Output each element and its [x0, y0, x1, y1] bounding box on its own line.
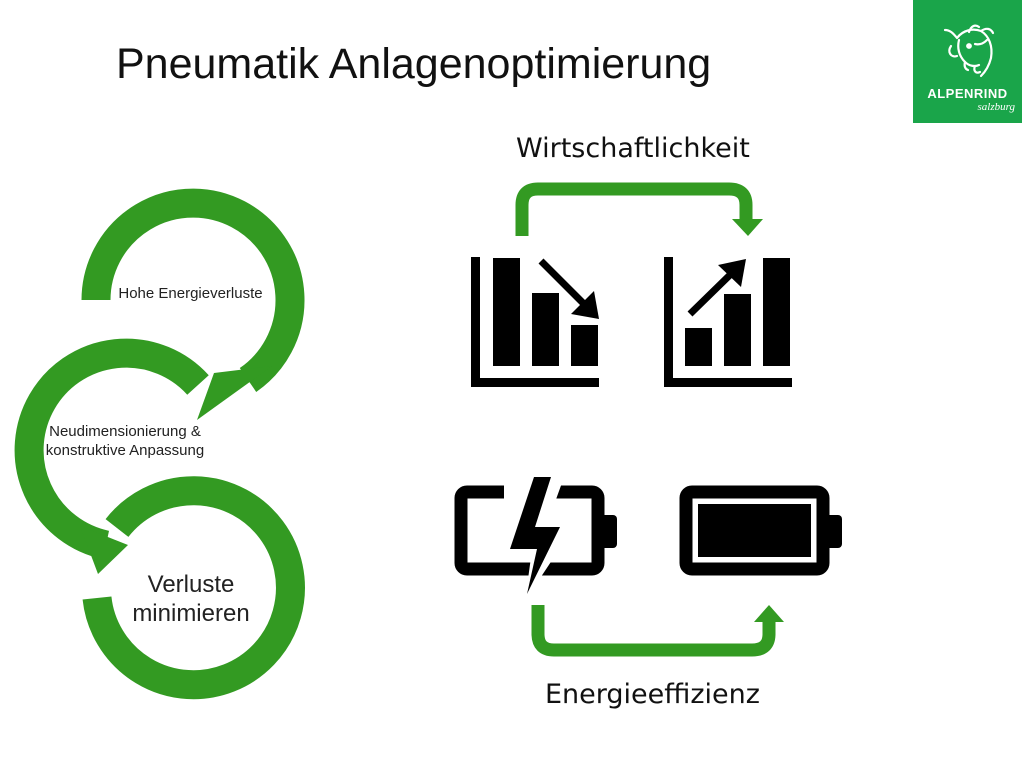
- chart-increasing-icon: [664, 257, 792, 387]
- alpenrind-logo: ALPENRIND salzburg: [913, 0, 1022, 123]
- logo-brand-text: ALPENRIND: [927, 86, 1008, 101]
- economy-arrow: [515, 182, 753, 236]
- cycle-step-2-label: Neudimensionierung & konstruktive Anpass…: [45, 423, 205, 459]
- energy-arrow: [531, 605, 776, 657]
- economy-arrowhead: [732, 219, 763, 236]
- cycle-ring-neudimensionierung: [14, 338, 209, 574]
- battery-charging-icon: [454, 477, 617, 601]
- energy-label: Energieeffizienz: [545, 679, 760, 710]
- chart-decreasing-icon: [471, 257, 599, 387]
- economy-label: Wirtschaftlichkeit: [516, 133, 750, 164]
- page-title: Pneumatik Anlagenoptimierung: [116, 40, 712, 88]
- energy-arrowhead: [754, 605, 784, 622]
- cycle-step-3-label: Verluste minimieren: [132, 571, 250, 627]
- cycle-step-1-label: Hohe Energieverluste: [118, 285, 263, 302]
- cow-head-icon: [943, 24, 995, 78]
- logo-subtitle: salzburg: [977, 101, 1016, 113]
- cycle-ring-hohe-energieverluste: [81, 188, 305, 420]
- battery-full-icon: [679, 485, 842, 576]
- cycle-ring-verluste-minimieren: [82, 476, 305, 700]
